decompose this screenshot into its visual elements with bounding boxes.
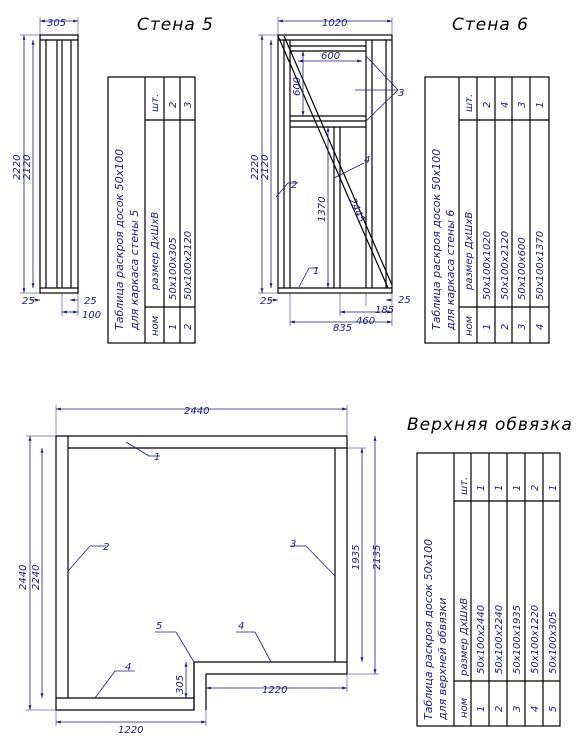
top-row2-qty: 1 xyxy=(494,485,505,491)
dim-835: 835 xyxy=(333,323,352,334)
wall-5-dimensions: 305 2220 2120 25 25 100 xyxy=(12,17,101,321)
top-row4-size: 50х100х1220 xyxy=(530,605,541,674)
wall-5-row2-qty: 3 xyxy=(183,102,194,108)
wall-5-head-size: размер ДхШхВ xyxy=(150,212,161,291)
top-row3-qty: 1 xyxy=(512,485,523,491)
dim-25-w6-left: 25 xyxy=(260,296,273,307)
wall-6-row2-qty: 4 xyxy=(500,102,511,108)
callout-5-top: 5 xyxy=(156,621,162,632)
top-table-title: Таблица раскроя досок 50х100 xyxy=(422,539,435,720)
title-wall-5: Стена 5 xyxy=(137,15,214,35)
wall-6-cut-table: Таблица раскроя досок 50х100 для каркаса… xyxy=(424,76,550,344)
dim-1220-right: 1220 xyxy=(262,685,287,696)
callout-2-w6: 2 xyxy=(291,180,297,191)
top-row5-size: 50х100х305 xyxy=(548,611,559,674)
dim-185: 185 xyxy=(375,305,394,316)
wall-6-head-size: размер ДхШхВ xyxy=(464,212,475,291)
top-row3-num: 3 xyxy=(512,706,523,712)
wall-6-row4-size: 50х100х1370 xyxy=(535,231,546,300)
top-head-qty: шт. xyxy=(459,477,470,495)
wall-6-row2-num: 2 xyxy=(500,324,511,330)
top-row2-num: 2 xyxy=(494,706,505,712)
wall-6-row1-num: 1 xyxy=(482,324,493,330)
top-head-size: размер ДхШхВ xyxy=(459,598,470,677)
dim-25-left: 25 xyxy=(22,296,35,307)
top-frame-callouts: 1 2 3 4 4 5 xyxy=(67,441,336,699)
dim-2440-left: 2440 xyxy=(18,565,29,590)
wall-6-row1-qty: 2 xyxy=(482,102,493,108)
wall-5-head-num: ном xyxy=(150,315,161,336)
wall-6-table-subtitle: для каркаса стены 6 xyxy=(444,210,457,331)
top-row4-num: 4 xyxy=(530,706,541,712)
wall-5-table-subtitle: для каркаса стены 5 xyxy=(128,210,141,331)
dim-100: 100 xyxy=(82,310,101,321)
dim-600-h: 600 xyxy=(292,77,303,96)
top-row1-size: 50х100х2440 xyxy=(476,605,487,674)
callout-4-top-right: 4 xyxy=(238,621,244,632)
dim-2220-w6: 2220 xyxy=(250,155,261,180)
top-frame-plan xyxy=(55,435,348,711)
callout-4-top-left: 4 xyxy=(125,662,131,673)
wall-6-row3-size: 50х100х600 xyxy=(517,237,528,300)
dim-600-w: 600 xyxy=(321,51,340,62)
wall-5-row2-size: 50х100х2120 xyxy=(183,231,194,300)
wall-6-row1-size: 50х100х1020 xyxy=(482,231,493,300)
top-frame-cut-table: Таблица раскроя досок 50х100 для верхней… xyxy=(416,452,561,727)
top-row1-num: 1 xyxy=(476,706,487,712)
callout-3-top: 3 xyxy=(290,539,296,550)
dim-460: 460 xyxy=(356,316,375,327)
wall-5-row1-qty: 2 xyxy=(168,102,179,108)
wall-5-cut-table: Таблица раскроя досок 50х100 для каркаса… xyxy=(107,76,196,344)
wall-6-row2-size: 50х100х2120 xyxy=(500,231,511,300)
wall-6-callouts: 1 2 3 4 xyxy=(275,55,404,288)
dim-1020: 1020 xyxy=(322,18,347,29)
top-row4-qty: 2 xyxy=(530,485,541,491)
wall-6-row4-qty: 1 xyxy=(535,102,546,108)
dim-1370: 1370 xyxy=(317,197,328,222)
dim-2240: 2240 xyxy=(31,565,42,590)
dim-2440-top: 2440 xyxy=(184,406,209,417)
wall-6-frame xyxy=(277,34,393,294)
top-row5-qty: 1 xyxy=(548,485,559,491)
dim-2120-w6: 2120 xyxy=(260,155,271,180)
wall-6-row4-num: 4 xyxy=(535,324,546,330)
top-row2-size: 50х100х2240 xyxy=(494,605,505,674)
top-row3-size: 50х100х1935 xyxy=(512,605,523,674)
dim-305: 305 xyxy=(47,18,66,29)
title-wall-6: Стена 6 xyxy=(452,15,529,35)
dim-1220-bottom: 1220 xyxy=(118,725,143,736)
callout-1-w6: 1 xyxy=(313,266,319,277)
title-top-frame: Верхняя обвязка xyxy=(407,415,573,435)
callout-4-w6: 4 xyxy=(364,155,370,166)
wall-5-row1-size: 50х100х305 xyxy=(168,237,179,300)
top-head-num: ном xyxy=(459,697,470,718)
dim-2220: 2220 xyxy=(12,155,23,180)
wall-6-head-num: ном xyxy=(464,315,475,336)
dim-25-w6-right: 25 xyxy=(398,295,411,306)
callout-2-top: 2 xyxy=(103,542,109,553)
top-table-subtitle: для верхней обвязки xyxy=(436,598,449,721)
wall-5-head-qty: шт. xyxy=(150,94,161,112)
top-row1-qty: 1 xyxy=(476,485,487,491)
top-frame-dimensions: 2440 2440 2240 1935 2135 305 1220 1220 xyxy=(18,405,383,736)
dim-1935: 1935 xyxy=(351,545,362,570)
wall-5-row1-num: 1 xyxy=(168,324,179,330)
dim-2445: 2445 xyxy=(346,197,366,225)
dim-305-top: 305 xyxy=(175,675,186,694)
dim-2120: 2120 xyxy=(22,155,33,180)
wall-6-table-title: Таблица раскроя досок 50х100 xyxy=(430,149,443,330)
wall-5-row2-num: 2 xyxy=(183,324,194,330)
dim-2135: 2135 xyxy=(372,545,383,570)
wall-6-row3-num: 3 xyxy=(517,324,528,330)
top-row5-num: 5 xyxy=(548,706,559,712)
wall-6-head-qty: шт. xyxy=(464,94,475,112)
callout-1-top: 1 xyxy=(154,452,160,463)
wall-6-dimensions: 1020 2220 2120 600 600 1370 2445 25 25 8… xyxy=(250,17,411,334)
wall-5-table-title: Таблица раскроя досок 50х100 xyxy=(113,149,126,330)
callout-3-w6: 3 xyxy=(398,88,404,99)
wall-5-frame xyxy=(39,34,79,294)
wall-6-row3-qty: 3 xyxy=(517,102,528,108)
dim-25-right: 25 xyxy=(84,296,97,307)
